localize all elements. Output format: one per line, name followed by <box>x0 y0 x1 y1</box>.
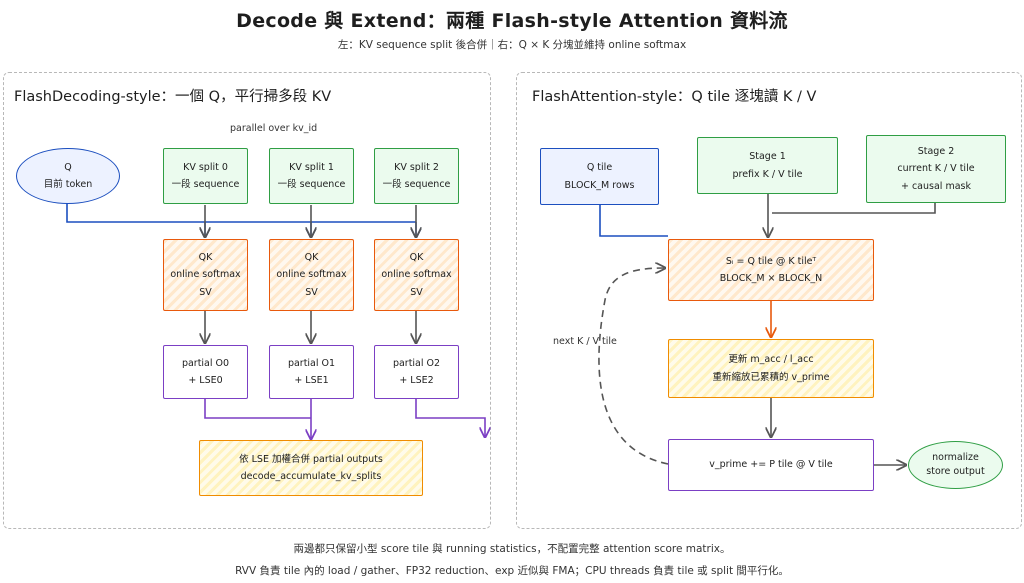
score-l1: Sᵢ = Q tile @ K tileᵀ <box>725 255 817 267</box>
partial-node-2: partial O2 + LSE2 <box>374 345 459 399</box>
kv-split-1: KV split 1 一段 sequence <box>269 148 354 204</box>
score-l2: BLOCK_M × BLOCK_N <box>719 273 823 284</box>
parallel-label: parallel over kv_id <box>230 123 318 134</box>
stage1-l2: prefix K / V tile <box>732 168 803 180</box>
partial-node-1: partial O1 + LSE1 <box>269 345 354 399</box>
update-l2: 重新縮放已累積的 v_prime <box>712 371 830 383</box>
normalize-l2: store output <box>926 466 985 477</box>
partial-2-l1: partial O2 <box>392 357 441 369</box>
q-tile-to-score-arrow <box>599 205 668 237</box>
merge-l2: decode_accumulate_kv_splits <box>240 471 382 482</box>
stage2-l2: current K / V tile <box>897 163 975 175</box>
loop-back-arrow <box>598 268 669 465</box>
qk-node-1-l2: online softmax <box>276 269 347 281</box>
left-panel <box>3 72 491 529</box>
qk-node-0-l3: SV <box>199 286 212 298</box>
qk-node-2: QK online softmax SV <box>374 239 459 311</box>
kv-split-0-label: KV split 0 <box>183 161 228 173</box>
kv-split-arrows <box>205 205 416 236</box>
stage2-node: Stage 2 current K / V tile + causal mask <box>866 135 1006 203</box>
update-to-accumulate-arrow <box>771 398 905 465</box>
kv-split-1-label: KV split 1 <box>289 161 334 173</box>
diagram-subtitle: 左：KV sequence split 後合併｜右：Q × K 分塊並維持 on… <box>337 39 687 51</box>
qk-node-2-l1: QK <box>409 252 424 264</box>
accumulate-node: v_prime += P tile @ V tile <box>668 439 874 491</box>
left-panel-title: FlashDecoding-style：一個 Q，平行掃多段 KV <box>14 89 332 105</box>
qk-node-0-l1: QK <box>198 252 213 264</box>
qk-node-0: QK online softmax SV <box>163 239 248 311</box>
q-broadcast-arrows <box>66 203 416 236</box>
normalize-node: normalize store output <box>908 441 1003 489</box>
stage1-l1: Stage 1 <box>749 151 786 163</box>
stage1-node: Stage 1 prefix K / V tile <box>697 137 838 194</box>
update-l1: 更新 m_acc / l_acc <box>728 354 814 366</box>
q-token-line2: 目前 token <box>43 179 93 190</box>
right-panel-title: FlashAttention-style：Q tile 逐塊讀 K / V <box>532 89 817 105</box>
partial-2-l2: + LSE2 <box>399 375 434 386</box>
loop-label: next K / V tile <box>553 336 617 347</box>
stage2-l3: + causal mask <box>900 180 971 192</box>
score-node: Sᵢ = Q tile @ K tileᵀ BLOCK_M × BLOCK_N <box>668 239 874 301</box>
stage2-l1: Stage 2 <box>917 146 955 158</box>
qk-node-1-l3: SV <box>305 286 318 298</box>
q-tile-l1: Q tile <box>586 162 613 174</box>
kv-split-2: KV split 2 一段 sequence <box>374 148 459 204</box>
partial-to-merge-arrows <box>204 399 485 438</box>
kv-split-2-desc: 一段 sequence <box>382 179 451 190</box>
kv-split-2-label: KV split 2 <box>394 161 439 173</box>
q-token-node: Q 目前 token <box>16 148 120 204</box>
qk-node-2-l2: online softmax <box>381 269 452 281</box>
kv-split-0-desc: 一段 sequence <box>171 179 240 190</box>
footer-line-2: RVV 負責 tile 內的 load / gather、FP32 reduct… <box>235 565 789 577</box>
q-token-line1: Q <box>64 161 72 173</box>
q-tile-l2: BLOCK_M rows <box>564 179 635 191</box>
merge-l1: 依 LSE 加權合併 partial outputs <box>239 453 383 465</box>
qk-node-2-l3: SV <box>410 286 423 298</box>
update-node: 更新 m_acc / l_acc 重新縮放已累積的 v_prime <box>668 339 874 398</box>
partial-1-l1: partial O1 <box>287 357 336 369</box>
partial-node-0: partial O0 + LSE0 <box>163 345 248 399</box>
footer-line-1: 兩邊都只保留小型 score tile 與 running statistics… <box>293 543 731 555</box>
right-panel <box>516 72 1022 529</box>
qk-to-partial-arrows <box>205 311 416 342</box>
kv-split-1-desc: 一段 sequence <box>277 179 346 190</box>
accumulate-l1: v_prime += P tile @ V tile <box>709 459 833 471</box>
partial-0-l2: + LSE0 <box>188 375 223 386</box>
normalize-l1: normalize <box>932 451 979 463</box>
stage-to-score-arrows <box>768 194 936 236</box>
merge-node: 依 LSE 加權合併 partial outputs decode_accumu… <box>199 440 423 496</box>
qk-node-1-l1: QK <box>304 252 319 264</box>
kv-split-0: KV split 0 一段 sequence <box>163 148 248 204</box>
q-tile-node: Q tile BLOCK_M rows <box>540 148 659 205</box>
partial-0-l1: partial O0 <box>181 357 230 369</box>
qk-node-0-l2: online softmax <box>170 269 241 281</box>
partial-1-l2: + LSE1 <box>294 375 329 386</box>
diagram-title: Decode 與 Extend：兩種 Flash-style Attention… <box>236 10 788 32</box>
qk-node-1: QK online softmax SV <box>269 239 354 311</box>
